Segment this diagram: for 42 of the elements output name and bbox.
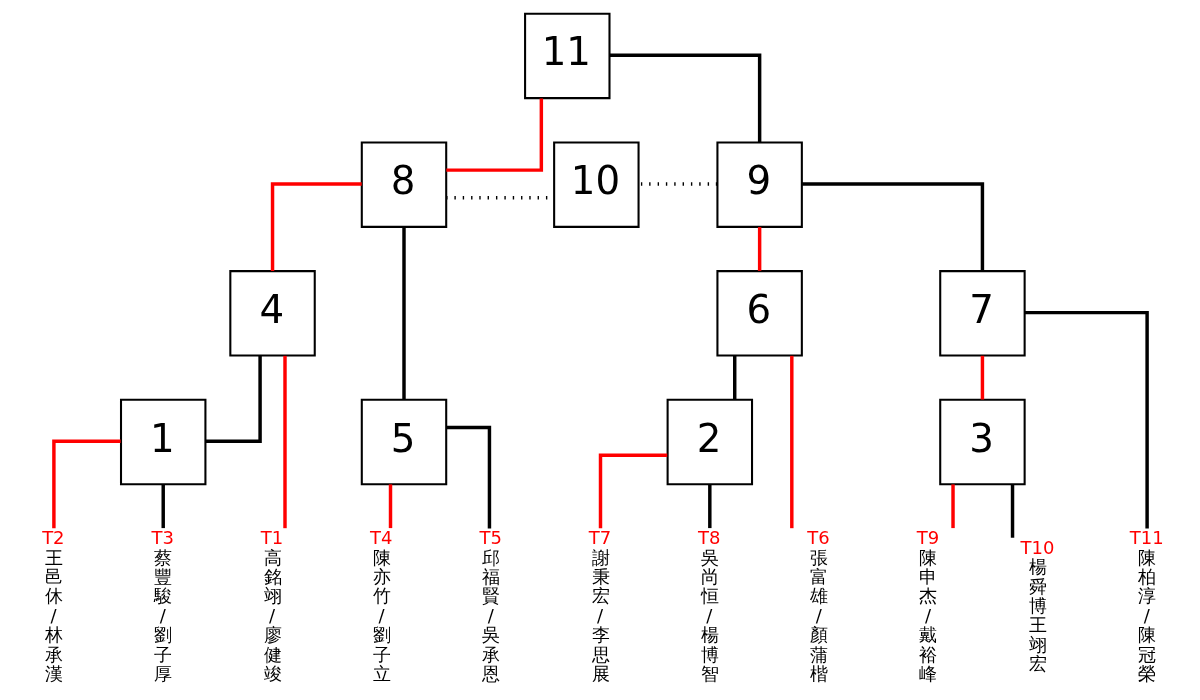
connector	[732, 355, 736, 400]
node-box: 8	[360, 141, 447, 228]
node-text: T6 張富雄/顏蒲楷	[806, 527, 830, 684]
node-box: 1	[119, 398, 206, 486]
connector	[598, 453, 667, 529]
node-box: 3	[938, 398, 1026, 486]
connector	[270, 182, 362, 271]
connector	[401, 227, 406, 400]
connector	[388, 484, 392, 529]
connector	[445, 425, 491, 529]
connector	[757, 227, 761, 271]
connector	[609, 53, 761, 143]
connector	[1024, 310, 1149, 529]
node-text: T3 蔡豐駿/劉子厚	[150, 527, 174, 684]
node-box: 4	[228, 270, 316, 357]
node-box: 6	[715, 270, 803, 357]
node-text: T4 陳亦竹/劉子立	[369, 527, 393, 684]
node-text: T5 邱福賢/吳承恩	[478, 527, 502, 684]
node-box: 2	[666, 398, 753, 486]
node-text: T10 楊舜博王翊宏	[1019, 536, 1054, 675]
node-text: T2 王邑休/林承漢	[41, 527, 65, 684]
node-text: T1 高銘翊/廖健竣	[260, 527, 283, 684]
connector	[801, 182, 984, 271]
node-text: T9 陳申杰/戴裕峰	[916, 527, 939, 684]
connector	[980, 355, 984, 400]
connector	[445, 98, 543, 172]
connector	[707, 484, 712, 529]
connector	[950, 484, 955, 529]
connector	[1010, 484, 1014, 538]
connector	[161, 484, 165, 529]
node-box: 9	[715, 141, 803, 228]
node-box: 11	[523, 12, 611, 100]
connector	[51, 439, 121, 529]
connector	[205, 355, 262, 444]
connector	[282, 355, 287, 529]
node-text: T11 陳柏淳/陳冠榮	[1129, 527, 1164, 684]
connector	[789, 355, 794, 529]
node-text: T7 謝秉宏/李思展	[588, 527, 611, 684]
node-box: 7	[938, 270, 1026, 357]
node-text: T8 吳尚恒/楊博智	[697, 527, 720, 684]
node-box: 10	[552, 141, 640, 228]
node-box: 5	[360, 398, 447, 486]
